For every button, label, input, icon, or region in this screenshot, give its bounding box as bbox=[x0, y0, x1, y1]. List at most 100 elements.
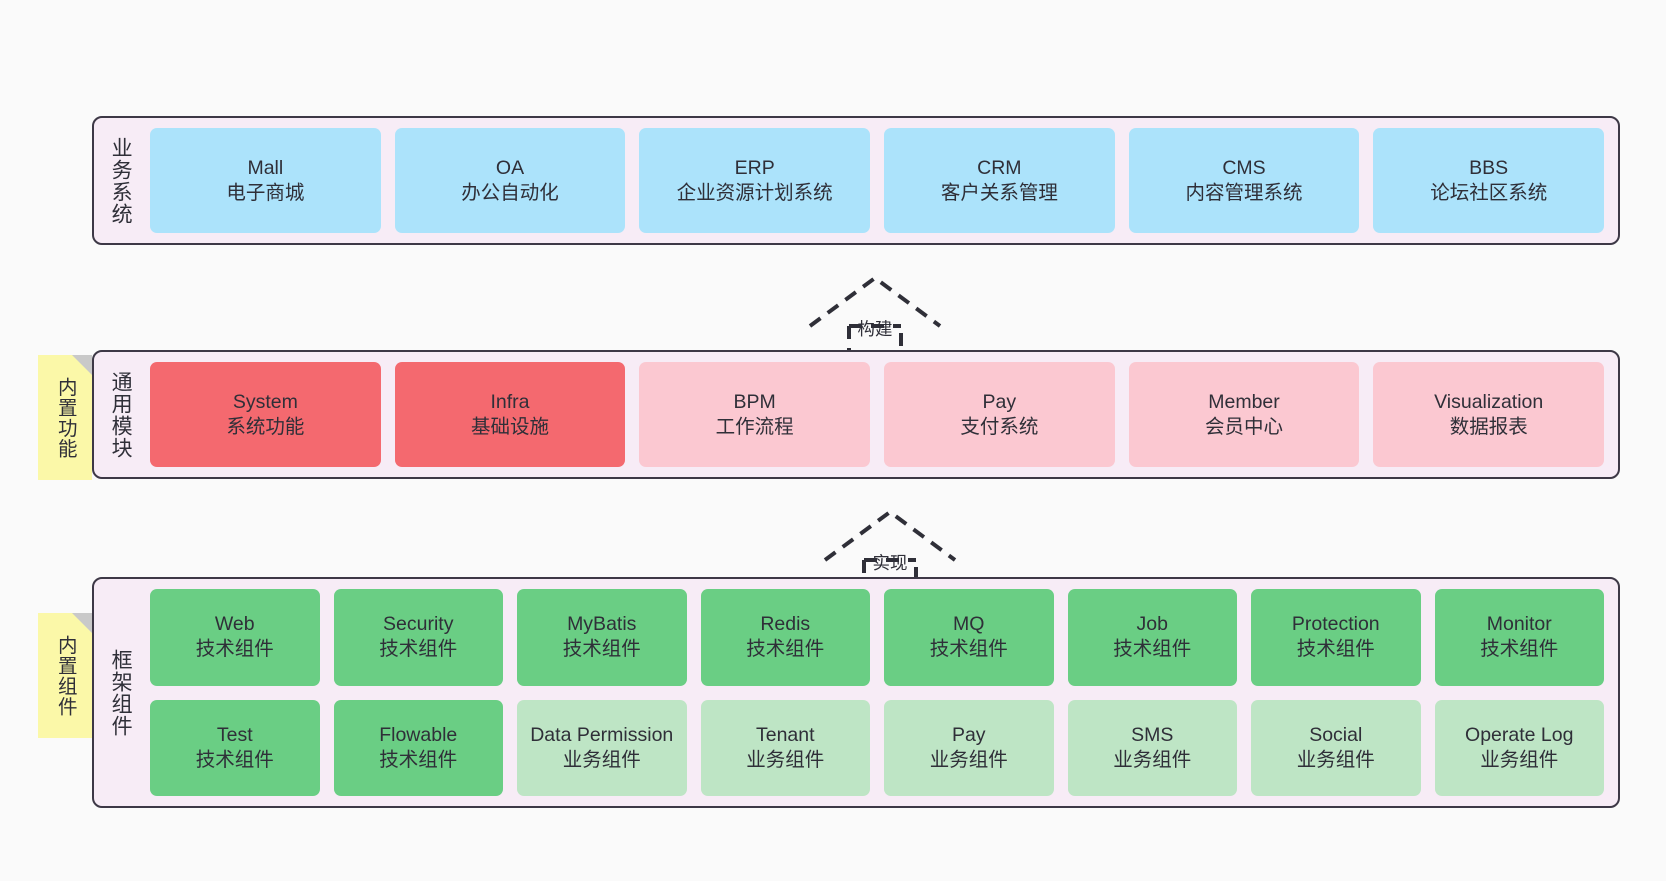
card-subtitle: 技术组件 bbox=[1480, 638, 1559, 661]
note-builtin-component-label: 内置组件 bbox=[54, 634, 77, 717]
card-title: Mall bbox=[247, 156, 284, 179]
module-card-row: System 系统功能 Infra 基础设施 BPM 工作流程 Pay 支付系统… bbox=[150, 362, 1605, 467]
card-pay-module[interactable]: Pay 支付系统 bbox=[884, 362, 1115, 467]
card-title: Protection bbox=[1291, 613, 1380, 636]
layer-business-system: 业务系统 Mall 电子商城 OA 办公自动化 ERP 企业资源计划系统 CRM… bbox=[92, 116, 1620, 245]
card-subtitle: 业务组件 bbox=[929, 748, 1008, 771]
card-title: Security bbox=[383, 613, 454, 636]
business-card-row: Mall 电子商城 OA 办公自动化 ERP 企业资源计划系统 CRM 客户关系… bbox=[150, 128, 1605, 233]
card-tenant[interactable]: Tenant 业务组件 bbox=[700, 699, 870, 796]
card-title: Test bbox=[216, 723, 253, 746]
card-subtitle: 业务组件 bbox=[1296, 748, 1375, 771]
card-test[interactable]: Test 技术组件 bbox=[150, 699, 320, 796]
card-redis[interactable]: Redis 技术组件 bbox=[700, 589, 870, 686]
note-fold-corner bbox=[72, 355, 92, 375]
card-title: Pay bbox=[951, 723, 986, 746]
framework-cards: Web 技术组件 Security 技术组件 MyBatis 技术组件 Redi… bbox=[146, 579, 1618, 806]
card-subtitle: 技术组件 bbox=[1113, 638, 1192, 661]
layer-common-module: 通用模块 System 系统功能 Infra 基础设施 BPM 工作流程 Pay… bbox=[92, 350, 1620, 479]
card-title: Member bbox=[1208, 390, 1280, 413]
card-flowable[interactable]: Flowable 技术组件 bbox=[333, 699, 503, 796]
card-mybatis[interactable]: MyBatis 技术组件 bbox=[517, 589, 687, 686]
card-title: Tenant bbox=[755, 723, 815, 746]
card-title: CMS bbox=[1222, 156, 1266, 179]
connector-implement-label: 实现 bbox=[872, 553, 908, 573]
card-erp[interactable]: ERP 企业资源计划系统 bbox=[639, 128, 871, 233]
card-mq[interactable]: MQ 技术组件 bbox=[884, 589, 1054, 686]
card-title: BBS bbox=[1469, 156, 1509, 179]
card-monitor[interactable]: Monitor 技术组件 bbox=[1434, 589, 1604, 686]
card-subtitle: 企业资源计划系统 bbox=[676, 181, 833, 204]
card-title: MyBatis bbox=[567, 613, 637, 636]
card-subtitle: 技术组件 bbox=[379, 638, 458, 661]
note-builtin-function: 内置功能 bbox=[38, 355, 92, 480]
card-subtitle: 电子商城 bbox=[226, 181, 305, 204]
card-title: System bbox=[232, 390, 298, 413]
card-title: Monitor bbox=[1486, 613, 1552, 636]
card-title: Flowable bbox=[379, 723, 458, 746]
card-subtitle: 技术组件 bbox=[746, 638, 825, 661]
card-title: Job bbox=[1136, 613, 1168, 636]
card-job[interactable]: Job 技术组件 bbox=[1067, 589, 1237, 686]
card-title: OA bbox=[495, 156, 525, 179]
card-subtitle: 业务组件 bbox=[1113, 748, 1192, 771]
note-fold-corner bbox=[72, 613, 92, 633]
card-subtitle: 工作流程 bbox=[715, 415, 794, 438]
card-data-permission[interactable]: Data Permission 业务组件 bbox=[517, 699, 687, 796]
layer-business-system-label: 业务系统 bbox=[109, 136, 133, 225]
card-mall[interactable]: Mall 电子商城 bbox=[150, 128, 381, 233]
card-title: Operate Log bbox=[1465, 723, 1574, 746]
card-title: Social bbox=[1309, 723, 1363, 746]
card-subtitle: 系统功能 bbox=[226, 415, 305, 438]
card-subtitle: 会员中心 bbox=[1205, 415, 1284, 438]
card-subtitle: 基础设施 bbox=[471, 415, 550, 438]
card-title: CRM bbox=[977, 156, 1022, 179]
card-bpm[interactable]: BPM 工作流程 bbox=[639, 362, 871, 467]
card-title: BPM bbox=[733, 390, 776, 413]
card-subtitle: 数据报表 bbox=[1449, 415, 1528, 438]
card-subtitle: 技术组件 bbox=[1296, 638, 1375, 661]
card-oa[interactable]: OA 办公自动化 bbox=[394, 128, 626, 233]
card-title: Pay bbox=[982, 390, 1017, 413]
layer-common-module-label: 通用模块 bbox=[109, 370, 133, 459]
card-subtitle: 技术组件 bbox=[562, 638, 641, 661]
connector-build-label: 构建 bbox=[857, 319, 893, 339]
card-visualization[interactable]: Visualization 数据报表 bbox=[1373, 362, 1605, 467]
card-title: ERP bbox=[734, 156, 775, 179]
card-title: MQ bbox=[953, 613, 985, 636]
card-subtitle: 支付系统 bbox=[960, 415, 1039, 438]
card-security[interactable]: Security 技术组件 bbox=[333, 589, 503, 686]
card-title: SMS bbox=[1131, 723, 1174, 746]
note-builtin-function-label: 内置功能 bbox=[54, 376, 77, 459]
framework-card-row-tech: Web 技术组件 Security 技术组件 MyBatis 技术组件 Redi… bbox=[150, 589, 1604, 686]
card-member[interactable]: Member 会员中心 bbox=[1128, 362, 1360, 467]
card-social[interactable]: Social 业务组件 bbox=[1251, 699, 1421, 796]
card-operate-log[interactable]: Operate Log 业务组件 bbox=[1434, 699, 1604, 796]
card-subtitle: 业务组件 bbox=[746, 748, 825, 771]
card-system[interactable]: System 系统功能 bbox=[150, 362, 381, 467]
card-sms[interactable]: SMS 业务组件 bbox=[1067, 699, 1237, 796]
card-subtitle: 客户关系管理 bbox=[940, 181, 1058, 204]
card-web[interactable]: Web 技术组件 bbox=[150, 589, 320, 686]
card-title: Visualization bbox=[1434, 390, 1544, 413]
card-infra[interactable]: Infra 基础设施 bbox=[394, 362, 626, 467]
module-cards: System 系统功能 Infra 基础设施 BPM 工作流程 Pay 支付系统… bbox=[146, 352, 1618, 477]
card-cms[interactable]: CMS 内容管理系统 bbox=[1128, 128, 1360, 233]
card-crm[interactable]: CRM 客户关系管理 bbox=[884, 128, 1115, 233]
card-subtitle: 技术组件 bbox=[195, 638, 274, 661]
connector-build: 构建 bbox=[800, 266, 950, 356]
card-subtitle: 内容管理系统 bbox=[1185, 181, 1303, 204]
card-title: Data Permission bbox=[530, 723, 674, 746]
framework-card-row-business: Test 技术组件 Flowable 技术组件 Data Permission … bbox=[150, 699, 1604, 796]
note-builtin-component: 内置组件 bbox=[38, 613, 92, 738]
card-subtitle: 办公自动化 bbox=[461, 181, 559, 204]
card-title: Redis bbox=[760, 613, 811, 636]
card-title: Web bbox=[214, 613, 255, 636]
card-bbs[interactable]: BBS 论坛社区系统 bbox=[1373, 128, 1605, 233]
card-pay-component[interactable]: Pay 业务组件 bbox=[884, 699, 1054, 796]
business-cards: Mall 电子商城 OA 办公自动化 ERP 企业资源计划系统 CRM 客户关系… bbox=[146, 118, 1618, 243]
card-title: Infra bbox=[490, 390, 530, 413]
card-protection[interactable]: Protection 技术组件 bbox=[1251, 589, 1421, 686]
card-subtitle: 业务组件 bbox=[1480, 748, 1559, 771]
build-arrow-icon bbox=[808, 275, 942, 356]
